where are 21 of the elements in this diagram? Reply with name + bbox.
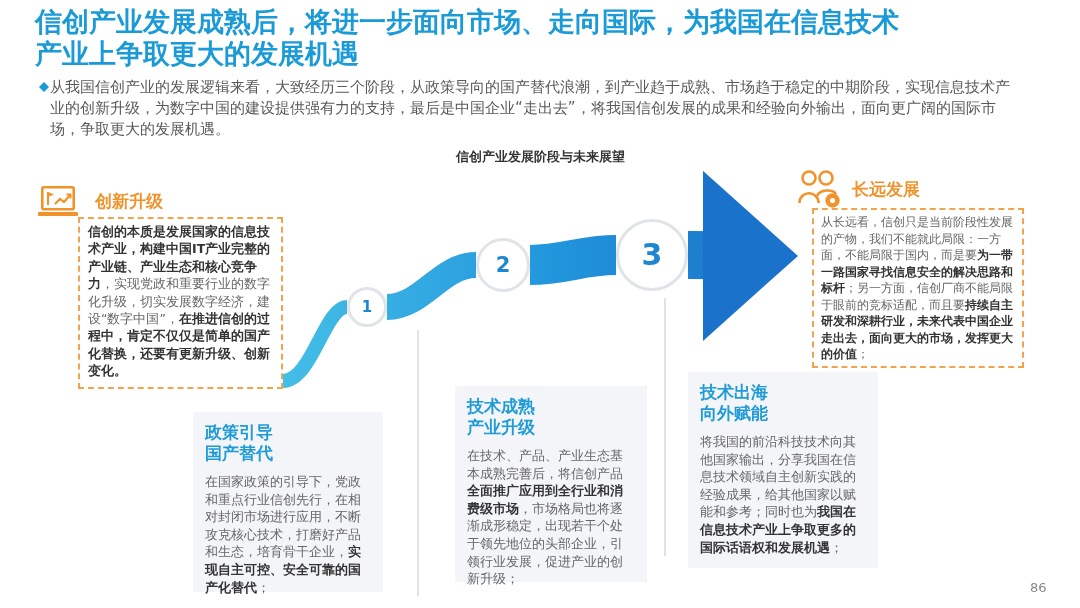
stage-description: 将我国的前沿科技技术向其他国家输出，分享我国在信息技术领域自主创新实践的经验成果，给其他国家以赋能和参考；同时也为我国在信息技术产业上争取更多的国际话语权和发展机遇；: [700, 433, 857, 557]
stage-heading: 向外赋能: [700, 403, 768, 424]
description-text: 信创的本质是发展国家的信息技术产业，构建中国IT产业完整的产业链、产业生态和核心竞争力，实现党政和重要行业的数字化升级，切实发展数字经济，建设“数字中国”，在推进信创的过程中，肯定不仅仅是简单的国产化替换，还要有更新升级、创新变化。: [88, 223, 272, 380]
page-number: 86: [1030, 580, 1047, 596]
stage-heading: 技术出海: [700, 382, 768, 403]
stage-heading: 技术成熟: [467, 396, 535, 417]
page-title: 信创产业发展成熟后，将进一步面向市场、走向国际，为我国在信息技术产业上争取更大的发展机遇: [35, 6, 900, 70]
intro-paragraph: 从我国信创产业的发展逻辑来看，大致经历三个阶段，从政策导向的国产替代浪潮，到产业趋于成熟、市场趋于稳定的中期阶段，实现信息技术产业的创新升级，为数字中国的建设提供强有力的支持，最后是中国企业“走出去”，将我国信创发展的成果和经验向外输出，面向更广阔的国际市场，争取更大的发展机遇。: [50, 77, 1011, 140]
stage-description: 在技术、产品、产业生态基本成熟完善后，将信创产品全面推广应用到全行业和消费级市场，市场格局也将逐渐成形稳定，出现若干个处于领先地位的头部企业，引领行业发展，促进产业的创新升级；: [467, 447, 624, 588]
arrow: [688, 170, 798, 341]
stage-heading: 产业升级: [467, 417, 535, 438]
stage-heading: 政策引导: [205, 422, 273, 443]
section-heading: 创新升级: [95, 190, 163, 212]
stage-heading: 国产替代: [205, 443, 273, 464]
description-text: 从长远看，信创只是当前阶段性发展的产物，我们不能就此局限：一方面，不能局限于国内，而是要为一带一路国家寻找信息安全的解决思路和标杆；另一方面，信创厂商不能局限于眼前的竞标适配，而且要持续自主研发和深耕行业，未来代表中国企业走出去，面向更大的市场，发挥更大的价值；: [821, 214, 1014, 363]
step-number-circle: 3: [616, 219, 688, 291]
figure-title: 信创产业发展阶段与未来展望: [455, 149, 625, 165]
step-number-circle: 2: [476, 238, 530, 292]
section-heading: 长远发展: [852, 178, 920, 200]
stage-description: 在国家政策的引导下，党政和重点行业信创先行，在相对封闭市场进行应用，不断攻克核心技术，打磨好产品和生态，培育骨干企业，实现自主可控、安全可靠的国产化替代；: [205, 473, 362, 597]
step-number-circle: 1: [347, 287, 387, 327]
